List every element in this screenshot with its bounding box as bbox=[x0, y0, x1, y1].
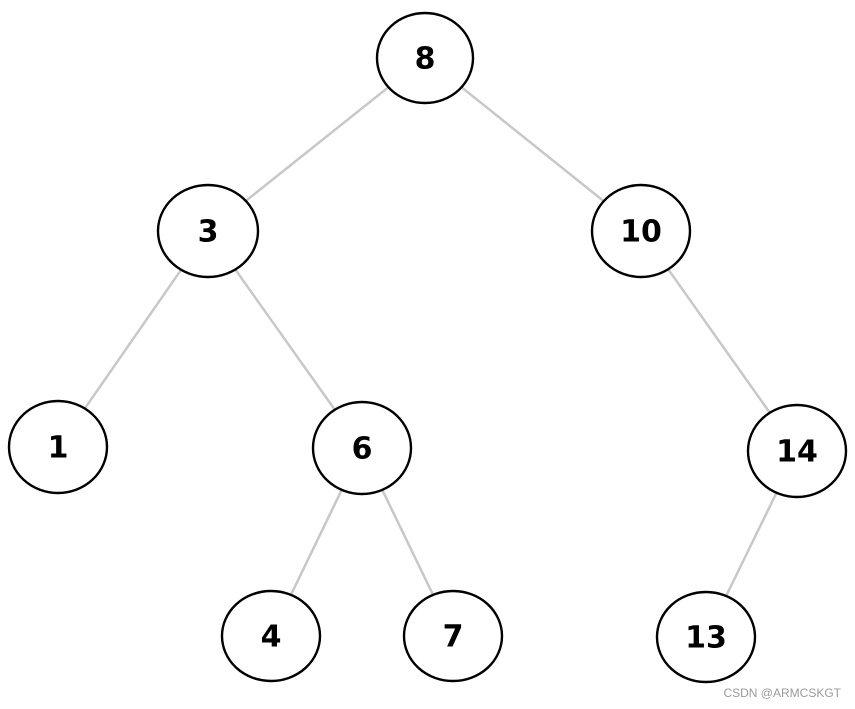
node-label: 3 bbox=[198, 215, 219, 250]
node-circle bbox=[746, 403, 848, 499]
tree-node-10: 10 bbox=[590, 183, 692, 279]
tree-node-3: 3 bbox=[156, 183, 260, 279]
edge-n3-n1 bbox=[83, 269, 183, 410]
tree-node-13: 13 bbox=[655, 590, 757, 684]
node-label: 1 bbox=[48, 431, 69, 466]
node-label: 10 bbox=[620, 215, 662, 250]
node-label: 13 bbox=[685, 621, 727, 656]
edge-n14-n13 bbox=[724, 492, 778, 597]
node-circle bbox=[311, 400, 413, 496]
watermark-text: CSDN @ARMCSKGT bbox=[723, 686, 841, 700]
node-circle bbox=[590, 183, 692, 279]
edge-n10-n14 bbox=[667, 268, 771, 414]
node-label: 6 bbox=[352, 432, 373, 467]
node-circle bbox=[655, 590, 757, 684]
tree-node-6: 6 bbox=[311, 400, 413, 496]
tree-node-4: 4 bbox=[220, 589, 322, 683]
edge-n8-n10 bbox=[460, 86, 605, 203]
tree-nodes: 8 3 10 1 6 14 4 7 13 bbox=[7, 11, 848, 684]
edge-n3-n6 bbox=[234, 268, 336, 411]
edge-n6-n7 bbox=[381, 489, 435, 596]
tree-node-8: 8 bbox=[375, 11, 475, 105]
tree-node-7: 7 bbox=[402, 589, 504, 683]
node-circle bbox=[156, 183, 260, 279]
node-label: 14 bbox=[776, 435, 818, 470]
edge-n8-n3 bbox=[245, 86, 390, 202]
edge-n6-n4 bbox=[289, 489, 343, 596]
node-circle bbox=[402, 589, 504, 683]
node-label: 8 bbox=[415, 42, 436, 77]
tree-node-14: 14 bbox=[746, 403, 848, 499]
node-label: 7 bbox=[443, 620, 464, 655]
node-circle bbox=[7, 399, 109, 495]
node-circle bbox=[220, 589, 322, 683]
tree-edges bbox=[83, 86, 778, 597]
tree-node-1: 1 bbox=[7, 399, 109, 495]
node-circle bbox=[375, 11, 475, 105]
node-label: 4 bbox=[261, 620, 282, 655]
